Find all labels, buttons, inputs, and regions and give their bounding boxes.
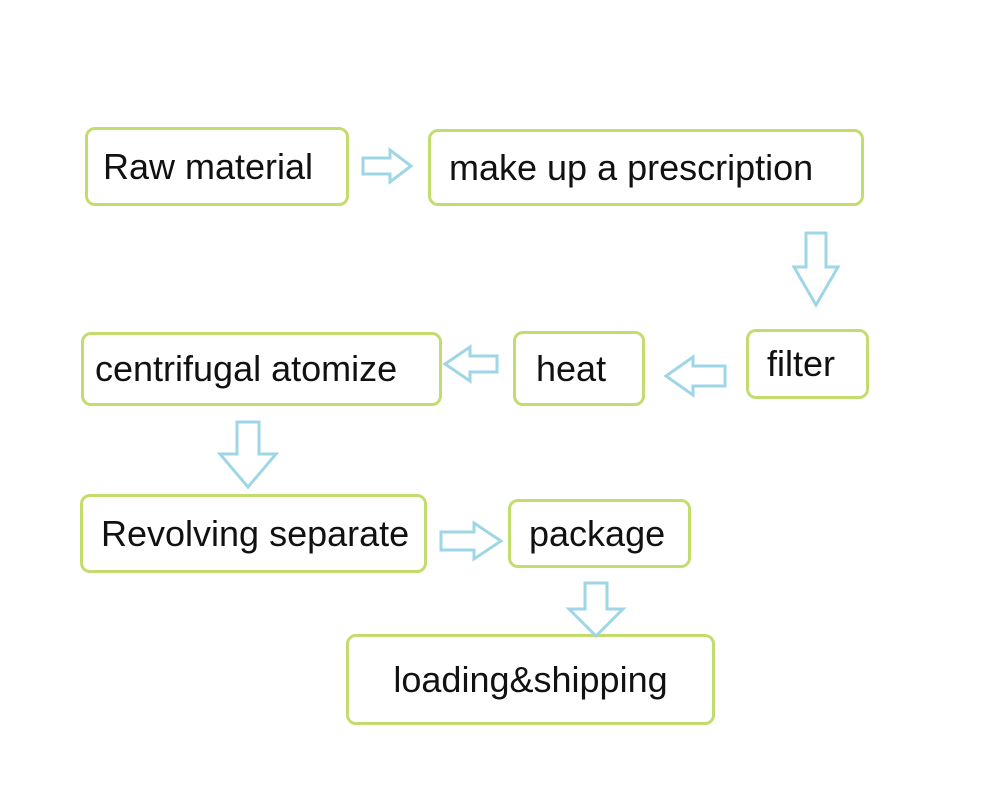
arrow-left-icon [663,354,727,398]
step-label: loading&shipping [393,658,668,700]
arrow-right-icon [361,146,414,186]
arrow-left-icon [442,344,499,384]
step-make-up-a-prescription: make up a prescription [428,129,864,206]
arrow-down-icon [791,231,841,308]
step-label: Revolving separate [101,512,410,554]
arrow-down-icon [565,581,627,639]
step-raw-material: Raw material [85,127,349,206]
step-label: Raw material [103,145,314,187]
step-label: make up a prescription [449,146,814,188]
arrow-down-icon [216,420,280,490]
step-filter: filter [746,329,869,399]
step-centrifugal-atomize: centrifugal atomize [81,332,442,406]
step-label: package [529,512,666,554]
step-revolving-separate: Revolving separate [80,494,427,573]
step-label: filter [767,343,836,384]
step-loading-shipping: loading&shipping [346,634,715,725]
step-label: centrifugal atomize [95,348,398,389]
step-label: heat [536,347,607,389]
step-heat: heat [513,331,645,406]
step-package: package [508,499,691,568]
arrow-right-icon [439,520,504,562]
